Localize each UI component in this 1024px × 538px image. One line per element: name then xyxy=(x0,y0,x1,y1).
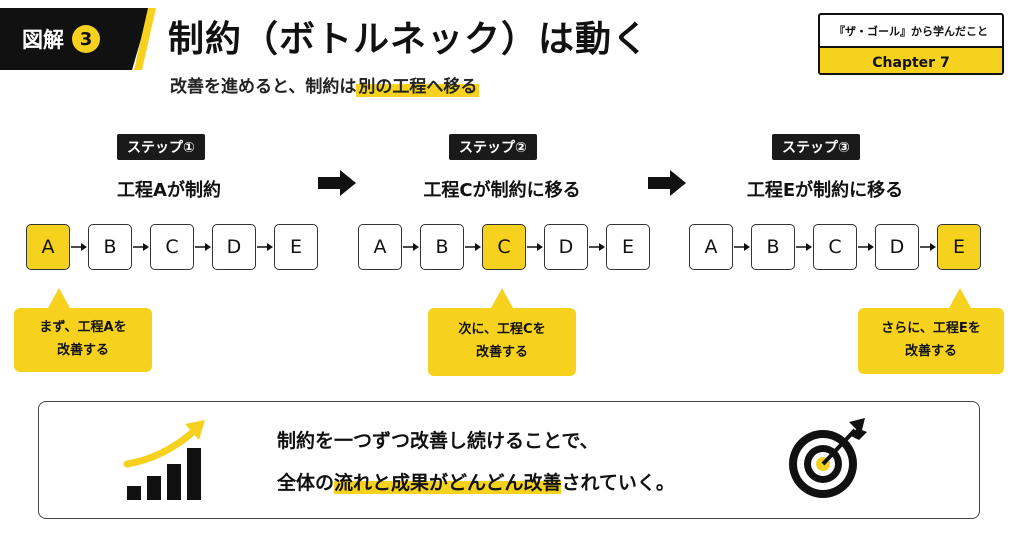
process-box-d: D xyxy=(544,224,588,270)
step-3-tag: ステップ③ xyxy=(772,134,860,160)
process-box-d: D xyxy=(875,224,919,270)
step-1-callout: まず、工程Aを 改善する xyxy=(14,308,152,372)
process-box-b: B xyxy=(420,224,464,270)
step-transition-arrow-icon xyxy=(318,170,356,196)
flow-arrow-icon xyxy=(71,243,87,251)
page-title: 制約（ボトルネック）は動く xyxy=(168,19,650,60)
flow-arrow-icon xyxy=(858,243,874,251)
process-box-c: C xyxy=(150,224,194,270)
source-chapter: Chapter 7 xyxy=(820,46,1002,73)
flow-arrow-icon xyxy=(527,243,543,251)
flow-arrow-icon xyxy=(133,243,149,251)
callout-line: 改善する xyxy=(904,344,957,359)
step-1-tag: ステップ① xyxy=(117,134,205,160)
callout-line: 次に、工程Cを xyxy=(458,322,546,338)
figure-badge-label: 図解 xyxy=(22,28,64,52)
process-box-b: B xyxy=(88,224,132,270)
flow-arrow-icon xyxy=(195,243,211,251)
conclusion-line-1: 制約を一つずつ改善し続けることで、 xyxy=(277,430,599,452)
process-box-e: E xyxy=(606,224,650,270)
conclusion-line-2-suffix: されていく。 xyxy=(561,472,675,494)
process-box-a: A xyxy=(358,224,402,270)
process-box-e: E xyxy=(274,224,318,270)
step-transition-arrow-icon xyxy=(648,170,686,196)
process-box-c: C xyxy=(813,224,857,270)
callout-line: さらに、工程Eを xyxy=(881,321,981,337)
callout-line: 改善する xyxy=(56,343,109,358)
growth-bar-chart-icon xyxy=(123,420,205,500)
flow-arrow-icon xyxy=(734,243,750,251)
process-box-a: A xyxy=(689,224,733,270)
step-2-tag: ステップ② xyxy=(449,134,537,160)
flow-arrow-icon xyxy=(920,243,936,251)
conclusion-line-2: 全体の流れと成果がどんどん改善されていく。 xyxy=(277,468,675,495)
step-3-callout: さらに、工程Eを 改善する xyxy=(858,308,1004,374)
step-1-heading: 工程Aが制約 xyxy=(117,180,221,201)
process-box-e: E xyxy=(937,224,981,270)
page-subtitle: 改善を進めると、制約は別の工程へ移る xyxy=(170,72,480,97)
step-2-heading: 工程Cが制約に移る xyxy=(423,180,581,201)
callout-line: まず、工程Aを xyxy=(39,320,127,336)
flow-arrow-icon xyxy=(403,243,419,251)
flow-arrow-icon xyxy=(589,243,605,251)
flow-arrow-icon xyxy=(465,243,481,251)
flow-arrow-icon xyxy=(796,243,812,251)
conclusion-line-2-prefix: 全体の xyxy=(277,472,335,494)
process-box-d: D xyxy=(212,224,256,270)
subtitle-prefix: 改善を進めると、制約は xyxy=(170,77,357,97)
conclusion-box: 制約を一つずつ改善し続けることで、 全体の流れと成果がどんどん改善されていく。 xyxy=(38,401,980,519)
process-box-b: B xyxy=(751,224,795,270)
figure-number: 3 xyxy=(72,25,100,53)
step-3-heading: 工程Eが制約に移る xyxy=(746,180,904,201)
figure-badge: 図解 3 xyxy=(0,8,150,70)
step-2-callout: 次に、工程Cを 改善する xyxy=(428,308,576,376)
source-box: 『ザ・ゴール』から学んだこと Chapter 7 xyxy=(818,13,1004,75)
callout-line: 改善する xyxy=(475,345,528,360)
process-box-a: A xyxy=(26,224,70,270)
subtitle-highlight: 別の工程へ移る xyxy=(356,77,480,97)
flow-arrow-icon xyxy=(257,243,273,251)
conclusion-highlight: 流れと成果がどんどん改善 xyxy=(334,472,562,494)
source-book: 『ザ・ゴール』から学んだこと xyxy=(834,24,988,38)
process-box-c: C xyxy=(482,224,526,270)
target-icon xyxy=(789,418,867,498)
